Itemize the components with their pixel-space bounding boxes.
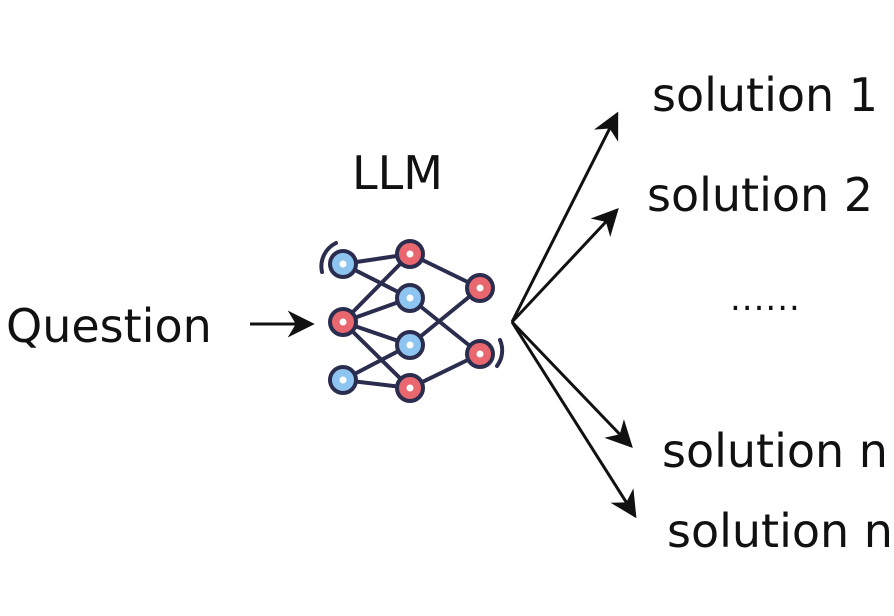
- arrow-to-solution-2: [510, 208, 619, 324]
- solution-ellipsis: ......: [730, 279, 801, 319]
- solution-2-label: solution 2: [647, 168, 874, 222]
- arrow-to-solution-n-a: [510, 320, 633, 448]
- solution-1-label: solution 1: [652, 68, 879, 122]
- llm-label: LLM: [352, 146, 443, 200]
- solution-n-label: solution n: [667, 504, 893, 558]
- node-highlights: [339, 250, 484, 392]
- solution-n-label: solution n: [662, 424, 888, 478]
- neural-network-icon: [319, 239, 505, 403]
- question-label: Question: [6, 299, 212, 353]
- arrow-to-solution-1: [510, 111, 619, 323]
- arrow-to-solution-n-b: [510, 321, 637, 519]
